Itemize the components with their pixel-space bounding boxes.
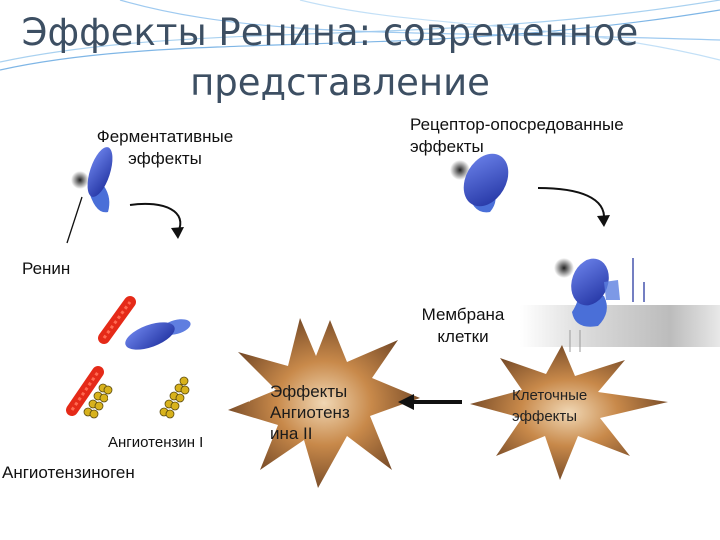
enzymatic-effects-label: Ферментативные эффекты [70,126,260,170]
renin-label: Ренин [22,258,70,280]
curved-arrow-right [538,188,604,220]
renin-on-substrate [122,316,192,355]
membrane-label: Мембрана клетки [408,304,518,348]
title-line-1: Эффекты Ренина: современное [0,8,660,58]
angiotensinogen-chain-bottom [72,372,112,418]
angiotensin-i-label: Ангиотензин I [108,432,203,454]
curved-arrow-left [130,204,180,232]
angiotensinogen-label: Ангиотензиноген [2,462,135,484]
curved-arrow-left-head [171,227,184,239]
membrane-ticks [633,258,644,302]
curved-arrow-right-head [597,215,610,227]
angiotensin-ii-effects-label: Эффекты Ангиотенз ина II [270,381,380,444]
receptor-effects-label: Рецептор-опосредованные эффекты [410,114,680,158]
angiotensinogen-chain-top [104,302,130,338]
cell-membrane-band [520,305,720,347]
slide-title: Эффекты Ренина: современное представлени… [0,8,660,108]
title-line-2: представление [0,58,660,108]
renin-pointer-line [67,197,82,243]
cell-effects-label: Клеточные эффекты [512,385,622,427]
angiotensin-i-beads [160,377,189,418]
